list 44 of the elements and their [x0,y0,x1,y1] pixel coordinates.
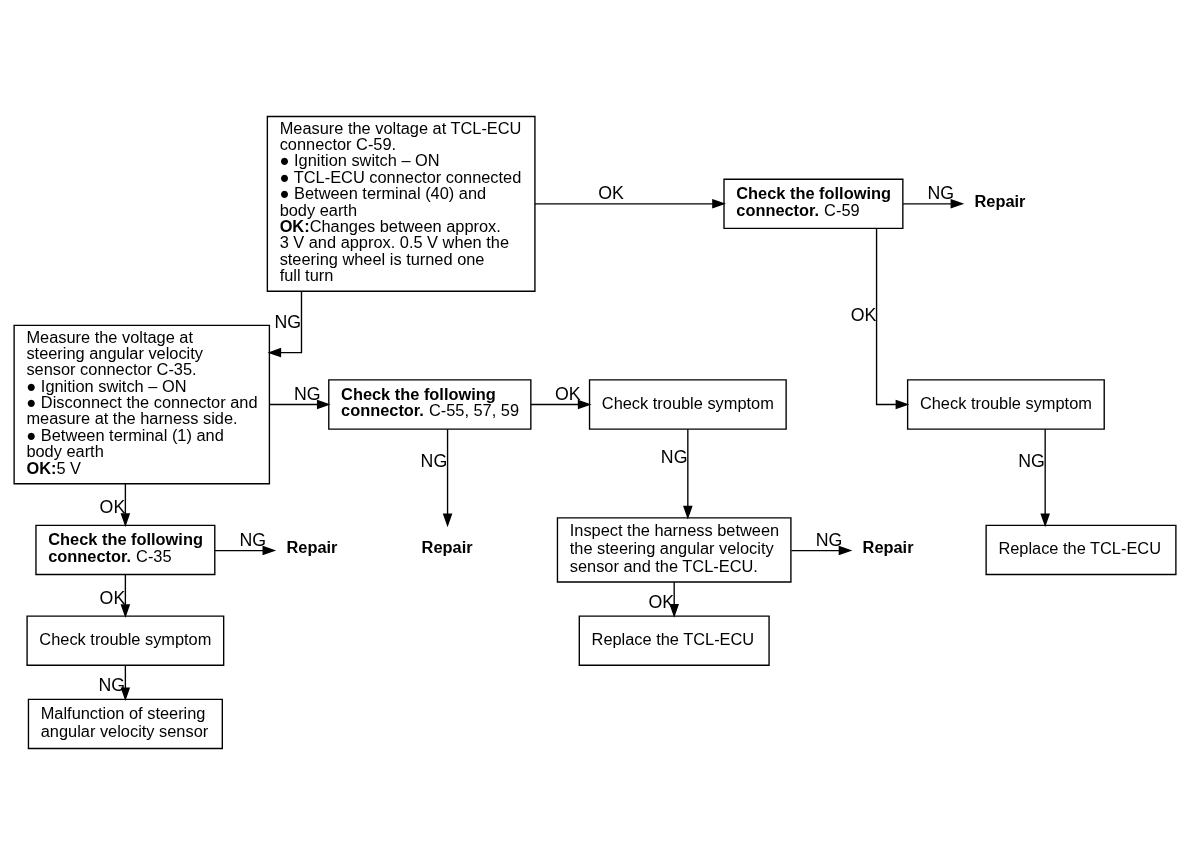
arrow [269,399,331,410]
node-box: Replace the TCL-ECU [985,524,1177,576]
edge-label: OK [99,588,126,609]
node-box: Check trouble symptom [906,379,1105,430]
edge-label: NG [98,675,126,696]
edge-label: OK [598,182,624,203]
node-box: Check the following connector. C-55, 57, 59 [328,379,532,430]
node-box: Replace the TCL-ECU [578,615,770,666]
edge-label: OK [850,305,877,326]
arrow [120,483,131,527]
node-text: Repair [862,537,914,556]
edge-label: NG [927,182,955,203]
edge-label: NG [239,529,267,550]
arrow [120,665,131,702]
node-box: Check the following connector. C-59 [723,178,904,230]
node-text: Repair [286,537,338,556]
node-box: Malfunction of steering angular velocity sensor [27,698,223,750]
edge-label: NG [420,450,448,471]
edge-label: OK [554,383,581,404]
edge-label: OK [99,497,126,518]
node-box: Check trouble symptom [588,379,787,430]
arrow [1040,428,1050,528]
edge-label: NG [294,383,321,404]
arrow [875,227,910,410]
arrow [120,574,131,618]
node-box: Measure the voltage at TCL-ECU connector C-59. ● Ignition switch – ON ● TCL-ECU connector connected ● Between terminal (40) and body earth OK:Changes between approx. 3 V and approx. 0.5 V when the steering wheel is turned one full turn [266,115,536,292]
edge-label: NG [815,529,843,550]
arrow [902,199,965,209]
node-text: Repair [974,191,1026,210]
edge-label: NG [274,311,302,332]
arrow [214,545,277,556]
node-box: Measure the voltage at steering angular velocity sensor connector C-35. ● Ignition switch – ON ● Disconnect the connector and measure at the harness side. ● Between terminal (1) and body earth OK:5 V [13,324,271,485]
edge-label: NG [1018,450,1045,471]
node-box: Check trouble symptom [26,615,225,666]
arrow [442,428,453,528]
edge-label: NG [660,446,688,467]
arrow [683,428,693,520]
arrow [534,199,726,209]
arrow [790,545,853,556]
node-text: Repair [421,537,473,556]
arrow [267,290,303,358]
node-box: Inspect the harness between the steering angular velocity sensor and the TCL-ECU. [556,517,792,583]
arrow [530,399,592,410]
node-box: Check the following connector. C-35 [35,524,216,576]
